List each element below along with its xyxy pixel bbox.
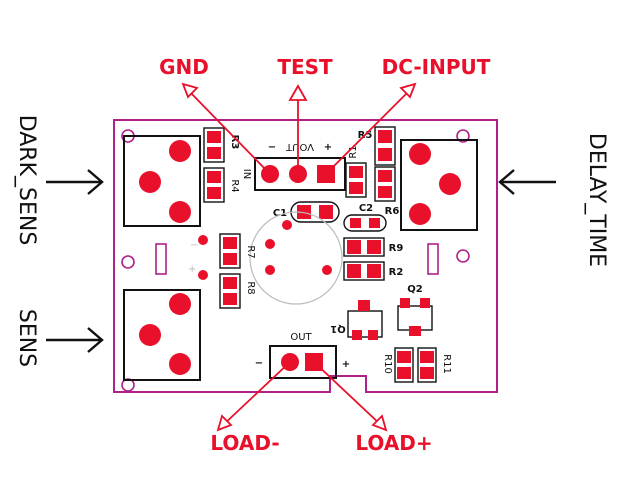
resistor-r11: R11 xyxy=(417,347,452,383)
arrow-test xyxy=(288,84,308,174)
slot xyxy=(155,243,167,275)
ldr-outline xyxy=(249,211,343,305)
resistor-r2: R2 xyxy=(343,261,404,281)
label-test: TEST xyxy=(277,55,333,79)
silk-r3: R3 xyxy=(229,135,240,150)
resistor-r6: R6 xyxy=(374,166,400,217)
silk-r6: R6 xyxy=(385,206,400,217)
resistor-r3: R3 xyxy=(203,127,240,163)
arrow-load-minus xyxy=(216,361,291,432)
transistor-q1: Q1 xyxy=(330,300,383,340)
mounting-hole xyxy=(121,255,135,269)
potentiometer-sens xyxy=(123,289,201,381)
potentiometer-delay-time xyxy=(400,139,478,231)
resistor-r7: R7 xyxy=(219,233,256,269)
silk-minus-faint: − xyxy=(190,240,198,251)
resistor-r10: R10 xyxy=(382,347,414,383)
potentiometer-dark-sens xyxy=(123,135,201,227)
arrow-gnd xyxy=(181,82,271,175)
resistor-r8: R8 xyxy=(219,273,256,309)
silk-minus: − xyxy=(268,142,276,153)
transistor-q2: Q2 xyxy=(397,284,433,336)
resistor-r1: R1 xyxy=(345,145,367,198)
label-sens: SENS xyxy=(14,309,39,367)
capacitor-c2: C2 xyxy=(343,203,387,232)
silk-q1: Q1 xyxy=(330,323,346,334)
silk-r1: R1 xyxy=(348,145,359,158)
arrow-dc-input xyxy=(325,82,417,175)
board-outline xyxy=(113,119,498,393)
silk-plus-faint: + xyxy=(188,264,196,275)
silk-out-minus: − xyxy=(255,358,263,369)
silk-out-plus: + xyxy=(342,359,350,370)
arrow-dark-sens xyxy=(46,169,104,195)
label-load-plus: LOAD+ xyxy=(355,431,432,455)
label-delay-time: DELAY_TIME xyxy=(584,133,609,267)
silk-c1: C1 xyxy=(273,208,287,219)
silk-r8: R8 xyxy=(245,281,256,294)
capacitor-c1: C1 xyxy=(273,201,340,223)
silk-plus: + xyxy=(324,142,332,153)
arrow-sens xyxy=(46,327,104,353)
silk-r4: R4 xyxy=(229,179,240,192)
resistor-r5: R5 xyxy=(358,126,396,166)
silk-q2: Q2 xyxy=(407,284,423,295)
label-load-minus: LOAD- xyxy=(210,431,279,455)
silk-c2: C2 xyxy=(359,203,373,214)
silk-r10: R10 xyxy=(382,354,393,374)
silk-r11: R11 xyxy=(441,354,452,374)
silk-r7: R7 xyxy=(245,245,256,258)
silk-r9: R9 xyxy=(389,243,404,254)
slot xyxy=(427,243,439,275)
silk-in: IN xyxy=(241,169,252,179)
arrow-delay-time xyxy=(498,169,556,195)
silk-vout: VOUT xyxy=(285,141,314,152)
silk-r2: R2 xyxy=(389,267,404,278)
mounting-hole xyxy=(456,129,470,143)
output-header: OUT − + xyxy=(255,332,350,379)
label-dc-input: DC-INPUT xyxy=(382,55,491,79)
resistor-r9: R9 xyxy=(343,237,404,257)
mounting-hole xyxy=(456,249,470,263)
arrow-load-plus xyxy=(313,361,388,432)
label-gnd: GND xyxy=(159,55,209,79)
input-header: IN VOUT + − xyxy=(241,141,346,191)
silk-out: OUT xyxy=(290,332,312,343)
resistor-r4: R4 xyxy=(203,167,240,203)
label-dark-sens: DARK_SENS xyxy=(14,115,39,246)
